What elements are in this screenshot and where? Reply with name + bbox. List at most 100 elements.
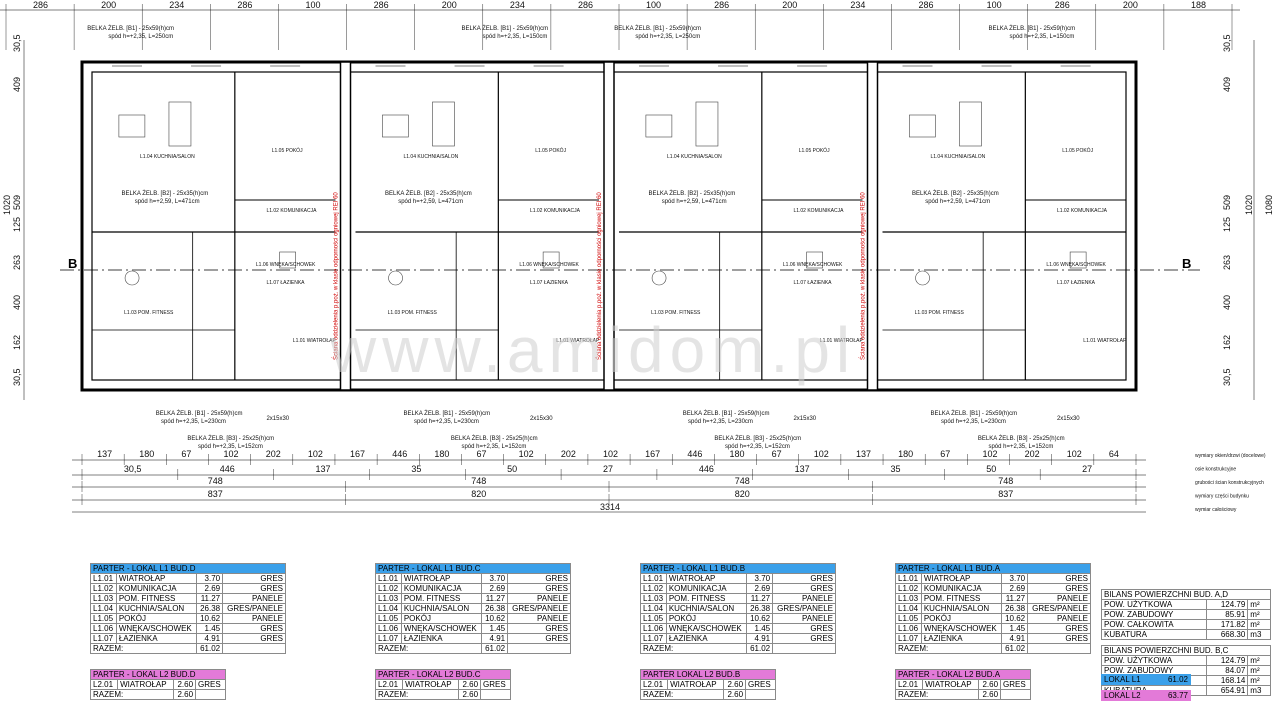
room-finish: PANELE — [507, 613, 571, 624]
bottom-dimension-label: 27 — [1082, 464, 1092, 474]
room-name: KUCHNIA/SALON — [920, 603, 1003, 614]
beam-label: spód h=+2,35, L=152cm — [725, 444, 790, 450]
metric-unit: m² — [1247, 609, 1271, 620]
room-name: ŁAZIENKA — [400, 633, 483, 644]
room-area: 26.38 — [481, 603, 509, 614]
metric-label: POW. UŻYTKOWA — [1101, 655, 1207, 666]
room-label: L1.07 ŁAZIENKA — [530, 280, 569, 286]
room-name: POKÓJ — [400, 613, 483, 624]
left-dimension-label: 409 — [12, 77, 22, 92]
room-label: L1.07 ŁAZIENKA — [266, 280, 305, 286]
table-title: PARTER - LOKAL L2 BUD.A — [895, 669, 1031, 680]
room-label: L1.05 POKÓJ — [535, 147, 566, 154]
metric-unit: m² — [1247, 599, 1271, 610]
room-area: 1.45 — [196, 623, 224, 634]
beam-label: BELKA ŻELB. [B3] - 25x25(h)cm — [451, 435, 538, 442]
top-dimension-label: 234 — [510, 0, 525, 10]
sofa-outline — [695, 101, 719, 147]
room-id: L1.07 — [640, 633, 667, 644]
room-name: WNĘKA/SCHOWEK — [665, 623, 748, 634]
window-size-label: 2x15x30 — [793, 416, 816, 422]
empty-cell — [480, 689, 511, 700]
room-area: 3.70 — [746, 573, 774, 584]
total-value: 2.60 — [457, 689, 482, 700]
metric-value: 168.14 — [1205, 675, 1249, 686]
sofa-outline — [168, 101, 192, 147]
right-dimension-label: 1080 — [1264, 195, 1274, 215]
bottom-dimension-label: 837 — [998, 489, 1013, 499]
room-label: L1.04 KUCHNIA/SALON — [930, 154, 985, 160]
room-id: L1.06 — [895, 623, 922, 634]
top-dimension-label: 188 — [1191, 0, 1206, 10]
room-name: WIATROŁAP — [117, 679, 174, 690]
shower-outline — [542, 251, 560, 269]
room-name: WIATROŁAP — [402, 679, 459, 690]
bottom-dimension-label: 102 — [224, 449, 239, 459]
bottom-dimension-label: 820 — [735, 489, 750, 499]
room-name: POM. FITNESS — [665, 593, 748, 604]
summary-value: 63.77 — [1156, 690, 1191, 701]
shower-outline — [1069, 251, 1087, 269]
total-label: RAZEM: — [640, 689, 724, 700]
beam-label: BELKA ŻELB. [B1] - 25x59(h)cm — [614, 25, 701, 32]
left-dimension-label: 509 — [12, 195, 22, 210]
room-id: L1.04 — [375, 603, 402, 614]
bottom-dimension-label: 202 — [1025, 449, 1040, 459]
bottom-dimension-label: 30,5 — [124, 464, 142, 474]
metric-label: POW. CAŁKOWITA — [1101, 619, 1207, 630]
firewall-label: Ściana oddzielenia p.poż. w klasie odpor… — [595, 192, 603, 360]
left-dimension-label: 30,5 — [12, 368, 22, 386]
room-id: L1.07 — [375, 633, 402, 644]
room-finish: GRES — [1000, 679, 1031, 690]
room-label: L1.06 WNĘKA/SCHOWEK — [519, 262, 579, 268]
left-dimension-label: 162 — [12, 335, 22, 350]
bottom-dimension-label: 748 — [735, 476, 750, 486]
beam-label: BELKA ŻELB. [B2] - 25x35(h)cm — [385, 190, 472, 197]
room-finish: GRES — [772, 583, 836, 594]
watermark: www.amidom.pl — [329, 314, 856, 386]
total-value: 61.02 — [196, 643, 224, 654]
top-dimension-label: 234 — [169, 0, 184, 10]
beam-label: spód h=+2,35, L=250cm — [635, 34, 700, 40]
bottom-dimension-label: 180 — [434, 449, 449, 459]
room-name: WIATROŁAP — [115, 573, 198, 584]
total-dimension-label: 3314 — [600, 502, 620, 512]
beam-label: spód h=+2,35, L=230cm — [161, 419, 226, 425]
room-id: L1.01 — [895, 573, 922, 584]
bottom-dimension-label: 180 — [898, 449, 913, 459]
room-finish: GRES — [772, 633, 836, 644]
right-dimension-label: 125 — [1222, 217, 1232, 232]
room-finish: GRES/PANELE — [772, 603, 836, 614]
sofa-outline — [432, 101, 455, 147]
room-id: L2.01 — [639, 679, 669, 690]
table-title: PARTER LOKAL L2 BUD.B — [640, 669, 776, 680]
bottom-dimension-label: 446 — [392, 449, 407, 459]
room-area: 26.38 — [746, 603, 774, 614]
top-dimension-label: 286 — [578, 0, 593, 10]
room-area: 4.91 — [746, 633, 774, 644]
empty-cell — [222, 643, 286, 654]
room-finish: GRES — [222, 573, 286, 584]
beam-label: BELKA ŻELB. [B2] - 25x35(h)cm — [122, 190, 209, 197]
total-value: 2.60 — [722, 689, 747, 700]
room-label: L1.03 POM. FITNESS — [388, 310, 438, 316]
beam-label: spód h=+2,35, L=152cm — [461, 444, 526, 450]
table-header: PARTER LOKAL L2 BUD.B — [640, 669, 776, 680]
dimension-note: grubości ścian konstrukcyjnych — [1195, 480, 1264, 486]
room-area: 10.62 — [1001, 613, 1029, 624]
bottom-dimension-label: 820 — [471, 489, 486, 499]
